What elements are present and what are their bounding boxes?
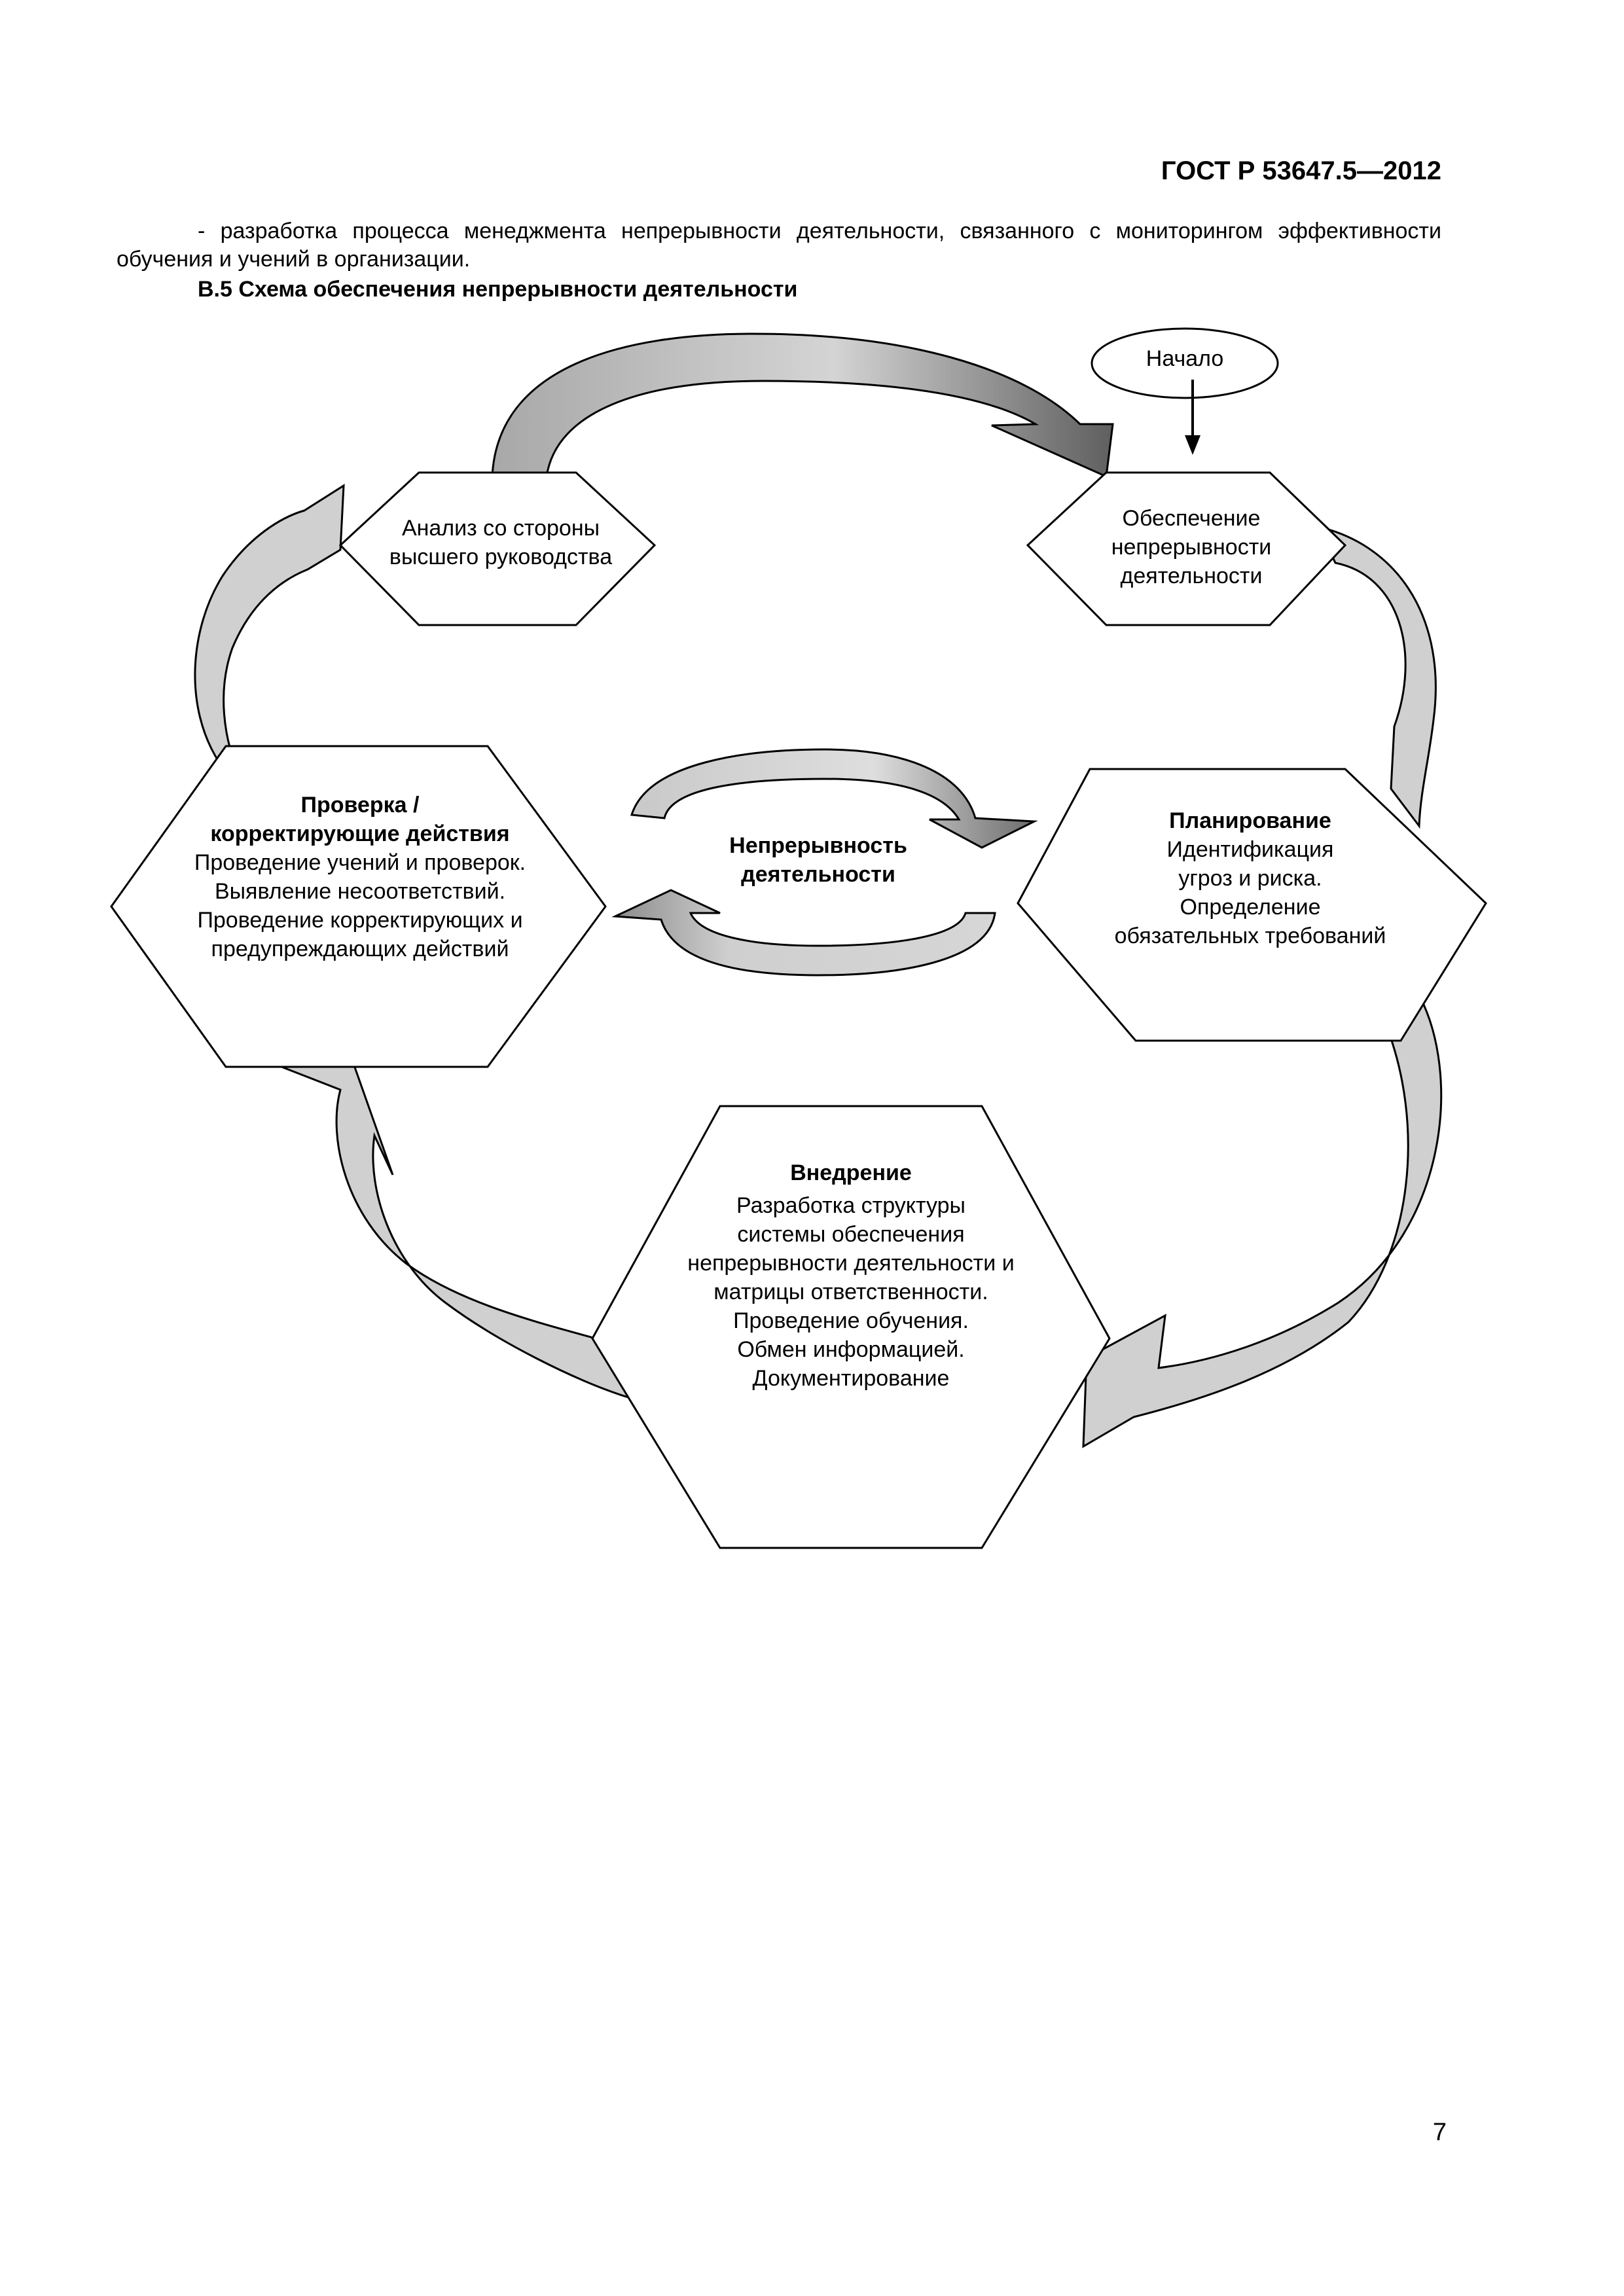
cycle-arrow-left-upper <box>194 484 345 767</box>
node-planning-title: Планирование <box>1169 808 1331 833</box>
node-ensuring-text: Обеспечение непрерывности деятельности <box>1047 504 1335 590</box>
node-planning-line: Идентификация <box>1166 837 1334 862</box>
center-arrow-top <box>630 748 1038 849</box>
start-label: Начало <box>1106 344 1263 373</box>
node-check-line: Проведение учений и проверок. <box>194 850 526 875</box>
node-implementation-text: Внедрение Разработка структуры системы о… <box>648 1158 1054 1393</box>
node-implementation-line: Документирование <box>752 1366 950 1391</box>
node-planning-line: угроз и риска. <box>1178 866 1322 891</box>
node-ensuring-line: деятельности <box>1120 564 1263 588</box>
node-planning-text: Планирование Идентификация угроз и риска… <box>1060 806 1440 950</box>
hexagon-implementation <box>591 1105 1111 1549</box>
node-management-review-line: Анализ со стороны <box>401 516 600 541</box>
hexagon-ensuring <box>1026 471 1347 626</box>
node-check-line: предупреждающих действий <box>211 937 509 961</box>
node-implementation-line: Проведение обучения. <box>733 1308 969 1333</box>
node-implementation-line: Обмен информацией. <box>737 1337 965 1362</box>
intro-text: - разработка процесса менеджмента непрер… <box>117 217 1441 274</box>
node-ensuring-line: Обеспечение <box>1122 506 1261 531</box>
node-check-line: Выявление несоответствий. <box>214 879 506 904</box>
node-check-text: Проверка / корректирующие действия Прове… <box>144 791 576 963</box>
node-check-line: Проведение корректирующих и <box>197 908 523 933</box>
node-implementation-title: Внедрение <box>790 1160 912 1185</box>
node-center-line: деятельности <box>741 862 895 887</box>
node-planning-line: Определение <box>1180 895 1321 920</box>
cycle-arrow-top <box>491 332 1114 478</box>
document-code: ГОСТ Р 53647.5—2012 <box>1161 156 1441 185</box>
cycle-arrow-left-lower <box>281 1062 631 1399</box>
node-center-line: Непрерывность <box>729 833 907 858</box>
section-title: В.5 Схема обеспечения непрерывности деят… <box>198 277 798 302</box>
node-implementation-line: системы обеспечения <box>737 1222 965 1247</box>
node-check-title: Проверка / <box>300 793 420 817</box>
node-management-review-text: Анализ со стороны высшего руководства <box>357 514 645 571</box>
node-check-title: корректирующие действия <box>210 821 510 846</box>
start-arrow-head <box>1185 435 1200 455</box>
start-oval <box>1091 327 1279 399</box>
node-planning-line: обязательных требований <box>1114 924 1386 948</box>
cycle-arrow-right-upper <box>1317 525 1437 829</box>
hexagon-planning <box>1017 768 1487 1042</box>
hexagon-check <box>110 745 607 1068</box>
cycle-arrow-right-lower <box>1082 990 1443 1448</box>
intro-paragraph: - разработка процесса менеджмента непрер… <box>117 219 1441 272</box>
hexagon-management-review <box>338 471 657 626</box>
start-label-text: Начало <box>1146 346 1224 371</box>
node-implementation-line: матрицы ответственности. <box>713 1280 988 1304</box>
node-implementation-line: Разработка структуры <box>736 1193 965 1218</box>
node-center-text: Непрерывность деятельности <box>687 831 949 889</box>
node-ensuring-line: непрерывности <box>1111 535 1272 560</box>
node-management-review-line: высшего руководства <box>389 545 613 569</box>
center-arrow-bottom <box>611 889 996 977</box>
node-implementation-line: непрерывности деятельности и <box>687 1251 1015 1276</box>
page-number: 7 <box>1432 2119 1447 2146</box>
